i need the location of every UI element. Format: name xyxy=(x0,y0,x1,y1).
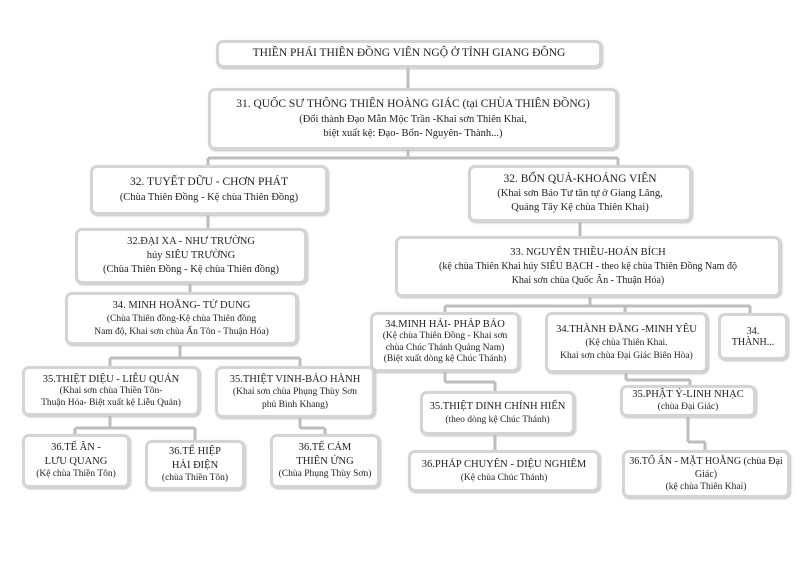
node-line: Khai sơn chùa Quốc Ân - Thuận Hóa) xyxy=(511,274,665,286)
node-line: (Đổi thành Đạo Mẫn Mộc Trần -Khai sơn Th… xyxy=(299,113,527,125)
connector xyxy=(206,150,620,165)
node-36-te-cam: 36.TẾ CẢM THIÊN ỨNG (Chùa Phụng Thùy Sơn… xyxy=(270,434,380,488)
node-title: 35.PHẬT Ý-LINH NHẠC xyxy=(632,389,744,401)
node-36-te-hiep: 36.TẾ HIỆP HẢI ĐIỆN (chùa Thiền Tôn) xyxy=(145,440,245,490)
node-line: (kệ chùa Thiên Khai húy SIÊU BẠCH - theo… xyxy=(439,261,737,273)
node-line: (chùa Đại Giác) xyxy=(657,401,719,412)
node-line: Nam độ, Khai sơn chùa Ấn Tôn - Thuận Hóa… xyxy=(94,326,269,337)
diagram-title-box: THIỀN PHÁI THIÊN ĐỒNG VIÊN NGỘ Ở TỈNH GI… xyxy=(216,40,602,68)
node-34-thanh-dang: 34.THÀNH ĐẲNG -MINH YÊU (Kệ chùa Thiên K… xyxy=(545,312,708,373)
node-title: 35.THIỆT VINH-BẢO HÀNH xyxy=(229,373,361,385)
node-title: 32. BỔN QUẢ-KHOÁNG VIÊN xyxy=(503,172,657,185)
node-title: 32. TUYẾT DỮU - CHƠN PHÁT xyxy=(130,176,288,189)
node-32-tuyet-duu: 32. TUYẾT DỮU - CHƠN PHÁT (Chùa Thiên Đồ… xyxy=(90,165,328,215)
node-title: 32.ĐẠI XA - NHƯ TRƯỜNG xyxy=(127,235,255,247)
node-line: THIÊN ỨNG xyxy=(296,455,354,467)
node-title: 34.MINH HẢI- PHÁP BẢO xyxy=(385,318,505,330)
node-31: 31. QUỐC SƯ THÔNG THIÊN HOÀNG GIÁC (tại … xyxy=(208,88,618,150)
node-35-phat-y: 35.PHẬT Ý-LINH NHẠC (chùa Đại Giác) xyxy=(620,385,756,417)
node-title: 36.PHÁP CHUYÊN - DIỆU NGHIÊM xyxy=(421,458,587,470)
node-title: 36.TẾ HIỆP xyxy=(169,446,221,458)
connector xyxy=(108,345,302,366)
diagram-title: THIỀN PHÁI THIÊN ĐỒNG VIÊN NGỘ Ở TỈNH GI… xyxy=(252,47,566,60)
node-title: 36.TẾ ÂN - xyxy=(51,442,101,454)
node-line: LƯU QUANG xyxy=(44,455,108,467)
node-line: HẢI ĐIỆN xyxy=(171,459,219,471)
node-title: 36.TỔ ẤN - MẶT HOẰNG (chùa Đại Giác) xyxy=(629,455,783,480)
node-line: phủ Bình Khang) xyxy=(262,399,328,410)
node-line: Thuận Hóa- Biệt xuất kệ Liễu Quán) xyxy=(41,397,181,408)
node-line: (Chùa Thiên đồng-Kệ chùa Thiên đồng xyxy=(106,313,257,324)
node-36-te-an: 36.TẾ ÂN - LƯU QUANG (Kệ chùa Thiền Tôn) xyxy=(22,434,130,488)
connector xyxy=(686,417,707,450)
connector xyxy=(73,416,197,440)
node-line: (chùa Thiền Tôn) xyxy=(161,473,229,484)
node-34-thanh: 34. THÀNH... xyxy=(718,313,788,360)
node-line: (Chùa Thiên Đồng - Kệ chùa Thiên Đồng) xyxy=(119,191,299,203)
node-line: Quảng Tây Kệ chùa Thiên Khai) xyxy=(511,202,649,214)
connector xyxy=(624,373,692,385)
node-36-phap-chuyen: 36.PHÁP CHUYÊN - DIỆU NGHIÊM (Kệ chùa Ch… xyxy=(408,450,600,492)
node-line: (Chùa Thiên Đồng - Kệ chùa Thiên đồng) xyxy=(102,264,280,276)
node-35-thiet-vinh: 35.THIỆT VINH-BẢO HÀNH (Khai sơn chùa Ph… xyxy=(215,366,375,418)
node-35-thiet-dinh: 35.THIỆT DINH CHÍNH HIỂN (theo dòng kệ C… xyxy=(420,391,575,435)
node-title: 31. QUỐC SƯ THÔNG THIÊN HOÀNG GIÁC (tại … xyxy=(236,98,590,111)
node-title: 35.THIỆT DINH CHÍNH HIỂN xyxy=(429,400,566,412)
connector xyxy=(298,418,327,434)
node-36-to-an: 36.TỔ ẤN - MẶT HOẰNG (chùa Đại Giác) (kệ… xyxy=(622,450,790,498)
node-line: Khai sơn chùa Đại Giác Biên Hòa) xyxy=(560,350,693,361)
node-line: (Kệ chùa Thiên Đồng - Khai sơn chùa Chúc… xyxy=(382,331,508,353)
node-line: (Chùa Phụng Thùy Sơn) xyxy=(278,469,372,480)
node-32-dai-xa: 32.ĐẠI XA - NHƯ TRƯỜNG húy SIÊU TRƯỜNG (… xyxy=(75,228,307,284)
node-title: 34.THÀNH ĐẲNG -MINH YÊU xyxy=(556,323,697,335)
node-line: (Kệ chùa Thiền Tôn) xyxy=(36,469,116,480)
node-title: 36.TẾ CẢM xyxy=(298,442,352,454)
node-line: (Kệ chùa Thiên Khai. xyxy=(585,337,668,348)
node-35-thiet-dieu: 35.THIỆT DIỆU - LIỄU QUÁN (Khai sơn chùa… xyxy=(22,366,200,416)
node-line: THÀNH... xyxy=(731,336,775,348)
node-title: 33. NGUYÊN THIỀU-HOÁN BÍCH xyxy=(510,246,666,258)
node-34-minh-hai: 34.MINH HẢI- PHÁP BẢO (Kệ chùa Thiên Đồn… xyxy=(370,312,520,372)
node-title: 34. MINH HOẰNG- TỬ DUNG xyxy=(112,299,251,311)
node-line: (Biệt xuất dòng kệ Chúc Thánh) xyxy=(383,353,507,364)
node-line: (Kệ chùa Chúc Thánh) xyxy=(460,472,548,483)
node-title: 35.THIỆT DIỆU - LIỄU QUÁN xyxy=(42,373,180,385)
node-line: (Khai sơn chùa Phụng Thùy Sơn xyxy=(232,387,358,398)
node-line: húy SIÊU TRƯỜNG xyxy=(146,249,236,261)
node-34-minh-hoang: 34. MINH HOẰNG- TỬ DUNG (Chùa Thiên đồng… xyxy=(65,292,298,345)
node-line: (theo dòng kệ Chúc Thánh) xyxy=(445,414,550,425)
connector xyxy=(443,372,497,391)
connector xyxy=(443,297,752,313)
node-33-nguyen-thieu: 33. NGUYÊN THIỀU-HOÁN BÍCH (kệ chùa Thiê… xyxy=(395,236,781,297)
node-line: (Khai sơn Báo Tư tân tự ở Giang Lăng, xyxy=(497,188,663,200)
node-32-bon-qua: 32. BỔN QUẢ-KHOÁNG VIÊN (Khai sơn Báo Tư… xyxy=(468,165,692,222)
node-line: (Khai sơn chùa Thiền Tôn- xyxy=(59,385,163,396)
node-line: (kệ chùa Thiên Khai) xyxy=(665,481,747,492)
node-title: 34. xyxy=(746,325,760,337)
node-line: biệt xuất kệ: Đạo- Bổn- Nguyên- Thành...… xyxy=(323,127,503,139)
